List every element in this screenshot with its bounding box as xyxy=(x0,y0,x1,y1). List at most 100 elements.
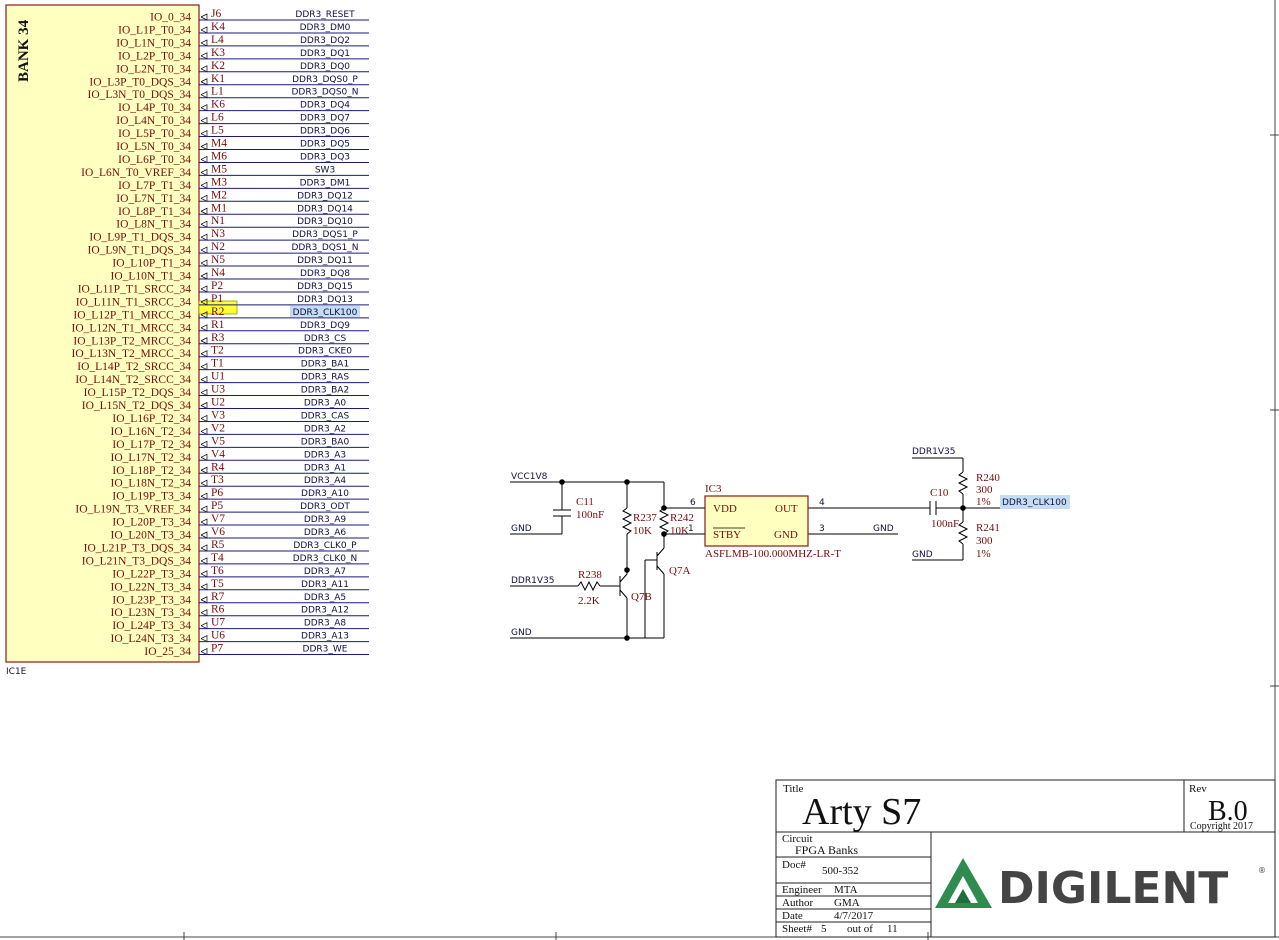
pin-name: IO_L21N_T3_DQS_34 xyxy=(82,555,191,567)
net-label[interactable]: DDR3_CS xyxy=(304,334,347,344)
net-label[interactable]: DDR3_DQ3 xyxy=(300,152,350,162)
pin-name: IO_L13P_T2_MRCC_34 xyxy=(73,335,191,347)
pin-arrow-icon xyxy=(200,505,208,513)
net-label[interactable]: DDR3_DQ10 xyxy=(297,217,353,227)
rev-value: B.0 xyxy=(1208,796,1248,827)
net-label[interactable]: DDR3_CLK100 xyxy=(293,308,358,318)
pin-number: R4 xyxy=(211,461,225,473)
net-label[interactable]: DDR3_DQ11 xyxy=(297,256,353,266)
pin-number: T3 xyxy=(211,474,224,486)
net-label[interactable]: DDR3_BA1 xyxy=(301,360,349,370)
net-label[interactable]: DDR3_RAS xyxy=(301,373,349,383)
r238-value: 2.2K xyxy=(578,595,600,607)
net-label[interactable]: DDR3_A6 xyxy=(304,528,346,538)
net-label[interactable]: DDR3_CLK0_P xyxy=(293,541,357,551)
pin-name: IO_L6N_T0_VREF_34 xyxy=(81,167,191,179)
pin-arrow-icon xyxy=(200,65,208,73)
net-label[interactable]: DDR3_DQ6 xyxy=(300,127,350,137)
clk100-net-label[interactable]: DDR3_CLK100 xyxy=(1002,498,1067,508)
net-label[interactable]: DDR3_A4 xyxy=(304,476,346,486)
pin-number: K1 xyxy=(211,73,225,85)
pin-arrow-icon xyxy=(200,259,208,267)
net-label[interactable]: DDR3_WE xyxy=(303,645,348,655)
net-label[interactable]: DDR3_DQ9 xyxy=(300,321,350,331)
net-label[interactable]: DDR3_DM0 xyxy=(300,23,351,33)
pin-number: V6 xyxy=(211,526,225,538)
net-label[interactable]: DDR3_CAS xyxy=(301,411,350,421)
net-label[interactable]: DDR3_DQ7 xyxy=(300,114,350,124)
pin-name: IO_L3P_T0_DQS_34 xyxy=(89,76,191,88)
net-label[interactable]: DDR3_DQ12 xyxy=(297,191,353,201)
doc-value: 500-352 xyxy=(822,865,859,877)
net-label[interactable]: DDR3_DQ1 xyxy=(300,49,350,59)
pin-arrow-icon xyxy=(200,647,208,656)
net-label[interactable]: DDR3_DQS1_P xyxy=(292,230,358,240)
pin-arrow-icon xyxy=(200,39,208,47)
pin-number: R7 xyxy=(211,591,225,603)
net-label[interactable]: DDR3_DQS1_N xyxy=(291,243,358,253)
net-label[interactable]: DDR3_RESET xyxy=(295,10,355,20)
gnd-label-4: GND xyxy=(912,550,933,560)
pin-number: P5 xyxy=(211,500,223,512)
net-label[interactable]: DDR3_A13 xyxy=(301,632,349,642)
pin-arrow-icon xyxy=(200,609,208,617)
pin-arrow-icon xyxy=(200,142,208,151)
net-label[interactable]: DDR3_A9 xyxy=(304,515,346,525)
net-label[interactable]: DDR3_DQ0 xyxy=(300,62,350,72)
pin-number: M4 xyxy=(211,138,227,150)
pin-arrow-icon xyxy=(200,596,208,604)
pin-arrow-icon xyxy=(200,337,208,345)
pin-number: P1 xyxy=(211,293,223,305)
engineer-label: Engineer xyxy=(782,884,822,896)
net-label[interactable]: DDR3_A5 xyxy=(304,593,346,603)
ic3-vdd-pin: VDD xyxy=(713,503,737,515)
pin-number: K2 xyxy=(211,60,225,72)
net-label[interactable]: DDR3_A12 xyxy=(301,606,349,616)
pin-name: IO_L16N_T2_34 xyxy=(111,426,192,438)
net-label[interactable]: DDR3_A3 xyxy=(304,450,346,460)
net-label[interactable]: DDR3_CLK0_N xyxy=(293,554,358,564)
pin-name: IO_L23P_T3_34 xyxy=(112,594,191,606)
pin-number: M6 xyxy=(211,150,227,162)
pin-arrow-icon xyxy=(200,622,208,630)
net-label[interactable]: DDR3_BA0 xyxy=(301,437,350,447)
pin-arrow-icon xyxy=(200,129,208,138)
net-label[interactable]: DDR3_DQ5 xyxy=(300,140,350,150)
net-label[interactable]: DDR3_A1 xyxy=(304,463,346,473)
net-label[interactable]: DDR3_A11 xyxy=(301,580,349,590)
ic3-out-pin: OUT xyxy=(775,503,798,515)
net-label[interactable]: DDR3_A7 xyxy=(304,567,346,577)
net-highlight xyxy=(290,305,360,317)
net-label[interactable]: DDR3_DQ14 xyxy=(297,204,353,214)
net-label[interactable]: DDR3_DM1 xyxy=(300,178,351,188)
net-label[interactable]: DDR3_BA2 xyxy=(301,386,349,396)
pin-name: IO_L14P_T2_SRCC_34 xyxy=(77,361,191,373)
pin-number: L4 xyxy=(211,34,224,46)
net-label[interactable]: DDR3_CKE0 xyxy=(298,347,352,357)
pin-number: U6 xyxy=(211,630,225,642)
net-label[interactable]: DDR3_DQ15 xyxy=(297,282,353,292)
net-label[interactable]: DDR3_A0 xyxy=(304,399,346,409)
net-label[interactable]: DDR3_A10 xyxy=(301,489,349,499)
net-label[interactable]: DDR3_DQ4 xyxy=(300,101,350,111)
net-label[interactable]: DDR3_ODT xyxy=(300,502,350,512)
pin-arrow-icon xyxy=(200,583,208,591)
net-label[interactable]: DDR3_A8 xyxy=(304,619,346,629)
net-label[interactable]: DDR3_DQS0_N xyxy=(291,88,358,98)
oscillator-circuit xyxy=(510,457,1000,639)
pin-name: IO_L1N_T0_34 xyxy=(116,37,191,49)
net-label[interactable]: DDR3_DQ13 xyxy=(297,295,353,305)
net-label[interactable]: DDR3_DQS0_P xyxy=(292,75,358,85)
c10-value: 100nF xyxy=(931,518,959,530)
logo-text: DIGILENT xyxy=(998,863,1228,914)
net-label[interactable]: DDR3_A2 xyxy=(304,424,346,434)
pin-name: IO_L14N_T2_SRCC_34 xyxy=(75,374,191,386)
net-label[interactable]: SW3 xyxy=(315,165,335,175)
pin-name: IO_L24N_T3_34 xyxy=(111,633,192,645)
pin-arrow-icon xyxy=(200,388,208,397)
net-label[interactable]: DDR3_DQ8 xyxy=(300,269,350,279)
pin-arrow-icon xyxy=(200,479,208,487)
net-label[interactable]: DDR3_DQ2 xyxy=(300,36,350,46)
pin-name: IO_L9P_T1_DQS_34 xyxy=(89,232,191,244)
pin-name: IO_L11N_T1_SRCC_34 xyxy=(76,296,191,308)
